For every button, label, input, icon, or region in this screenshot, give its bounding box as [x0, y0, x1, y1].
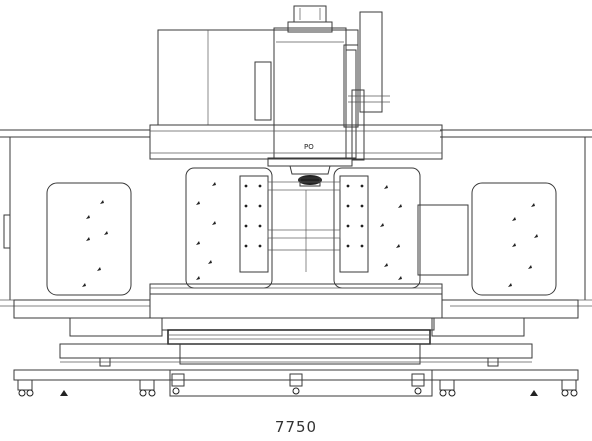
column-guideways [239, 175, 369, 273]
side-conveyors [13, 299, 579, 337]
left-enclosure-wall [0, 129, 150, 307]
spindle-label: PO [304, 143, 314, 151]
drawing-caption: 7750 [274, 418, 318, 436]
right-enclosure-wall [440, 129, 592, 307]
work-table [149, 283, 443, 345]
base-bed [13, 343, 579, 397]
leveling-feet [17, 373, 578, 397]
center-door-assembly [185, 167, 469, 289]
right-window-panel [471, 182, 557, 296]
left-window-panel [46, 182, 132, 296]
cross-rail [149, 124, 443, 160]
